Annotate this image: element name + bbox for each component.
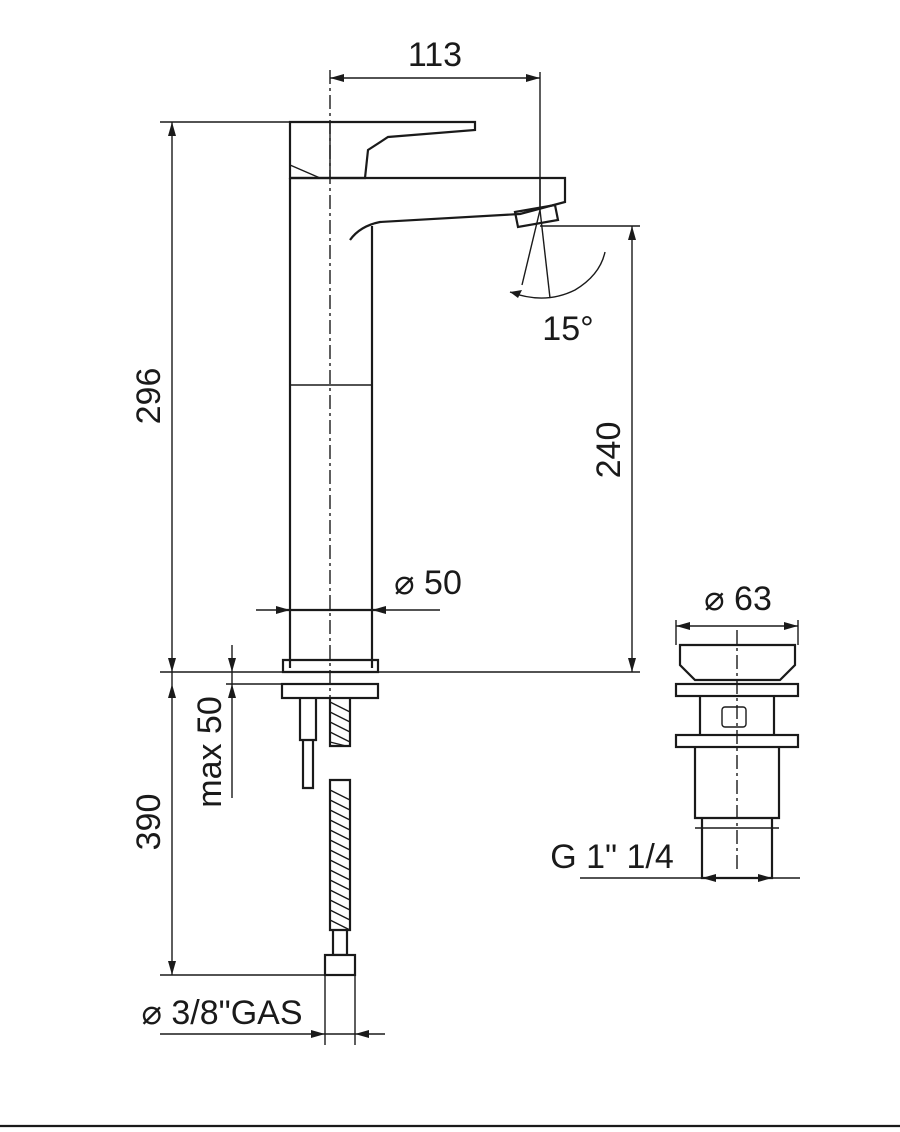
- label-outlet-height: 240: [590, 422, 628, 479]
- label-hose-thread: ⌀ 3/8"GAS: [141, 994, 302, 1032]
- label-spout-reach: 113: [408, 36, 462, 74]
- label-swivel-angle: 15°: [542, 310, 593, 348]
- waste-valve: [674, 630, 800, 880]
- label-waste-diameter: ⌀ 63: [704, 580, 772, 618]
- label-waste-thread: G 1" 1/4: [550, 838, 674, 876]
- label-body-diameter: ⌀ 50: [394, 564, 462, 602]
- label-max-deck: max 50: [191, 696, 229, 808]
- dimension-lines: [160, 72, 800, 1045]
- label-total-height: 296: [130, 368, 168, 425]
- faucet-body: [280, 70, 567, 977]
- label-hose-length: 390: [130, 794, 168, 851]
